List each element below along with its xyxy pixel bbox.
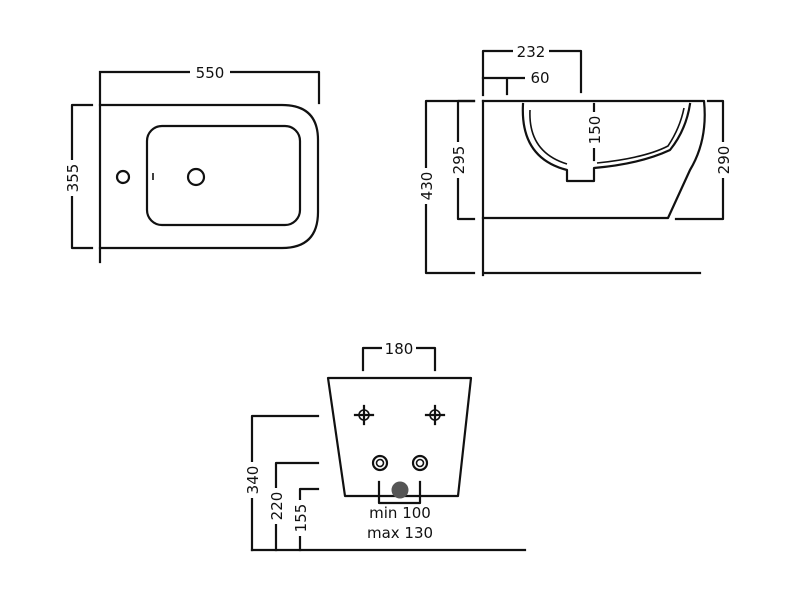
width-dimension-line [98,70,321,264]
offset-dimension-line [481,76,529,96]
fixing-height-line [250,414,320,552]
depth-label: 355 [64,164,82,193]
width-label: 550 [196,64,225,82]
waste-max-label: max 130 [367,524,433,542]
fixing-hole-left [353,404,375,426]
waste-height-label: 155 [292,504,310,533]
rear-view: 180 min 100 max 130 340 220 155 [243,339,527,552]
front-height-label: 295 [450,146,468,175]
supply-hole-right [411,454,429,472]
top-view: 550 355 [63,62,321,264]
bidet-outline-side [481,99,706,220]
fixing-spacing-label: 180 [385,340,414,358]
waste-range-bracket [377,480,422,505]
fixing-hole-right [424,404,446,426]
bowl-inner-wall [529,107,685,165]
side-view: 232 60 150 430 295 290 [417,42,733,277]
bowl-depth-label: 150 [586,116,604,145]
offset-label: 60 [530,69,549,87]
bidet-outline-top [98,103,320,250]
fixing-height-label: 340 [244,466,262,495]
overflow-hole [115,169,131,185]
bidet-outline-rear [326,376,473,498]
projection-label: 232 [517,43,546,61]
total-height-label: 430 [418,172,436,201]
wall-and-floor-line [481,99,702,277]
tap-hole [186,167,206,187]
rear-height-label: 290 [715,146,733,175]
supply-height-label: 220 [268,492,286,521]
bowl-outline [145,124,302,227]
bowl-section [521,102,692,183]
supply-hole-left [371,454,389,472]
waste-outlet [391,481,409,499]
waste-min-label: min 100 [369,504,431,522]
